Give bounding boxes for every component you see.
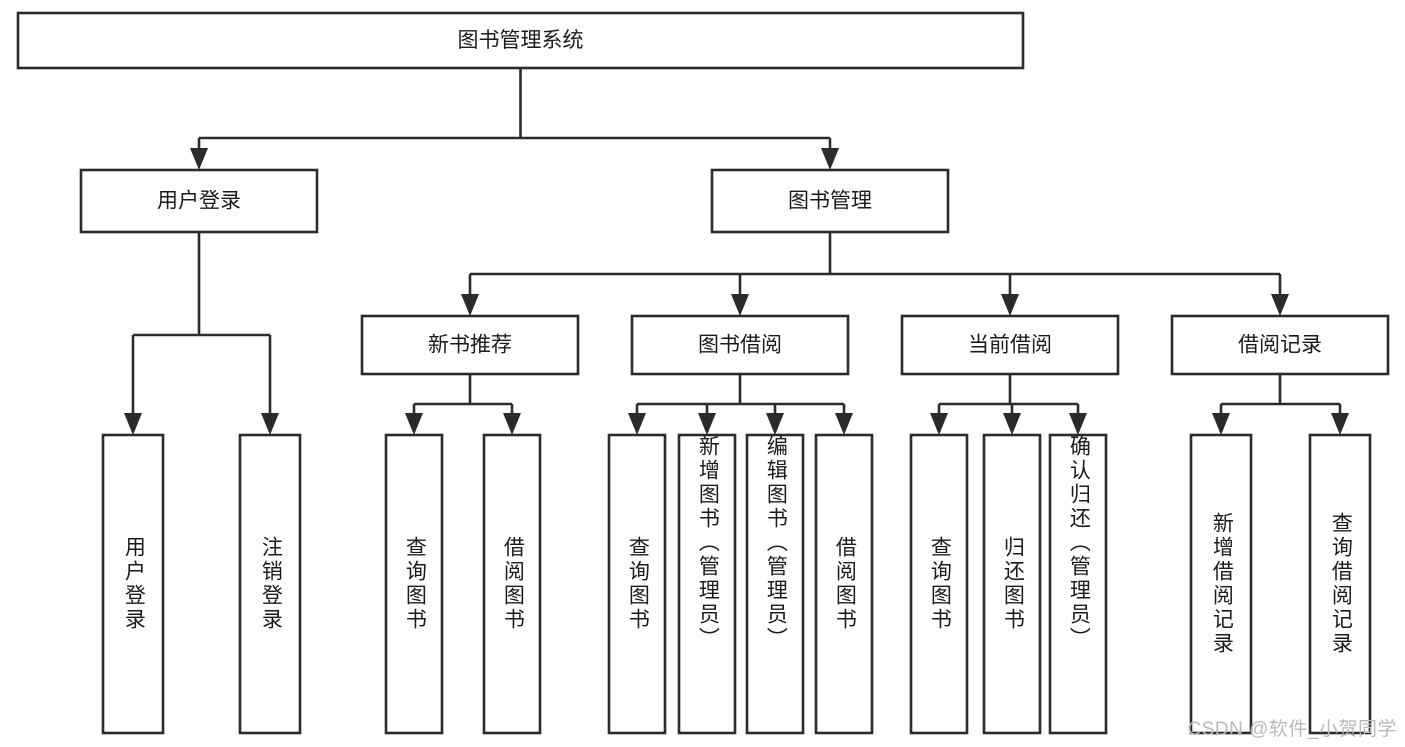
arrow-to-leaf-3-0 bbox=[930, 413, 948, 435]
node-leaf-2[interactable] bbox=[384, 433, 444, 735]
arrow-to-leaf-4-1 bbox=[1331, 413, 1349, 435]
node-level3-1[interactable] bbox=[630, 314, 850, 376]
watermark-text: CSDN @软件_小贺同学 bbox=[1187, 719, 1397, 740]
node-root[interactable] bbox=[16, 11, 1025, 70]
arrow-to-leaf-1-1 bbox=[503, 413, 521, 435]
node-leaf-3[interactable] bbox=[482, 433, 542, 735]
node-root-label: 图书管理系统 bbox=[458, 29, 584, 52]
node-level3-0[interactable] bbox=[360, 314, 580, 376]
node-leaf-11[interactable] bbox=[1189, 433, 1253, 735]
node-level2-1[interactable] bbox=[710, 168, 950, 234]
node-level2-label-1: 图书管理 bbox=[788, 190, 872, 213]
node-leaf-8[interactable] bbox=[909, 433, 969, 735]
arrow-to-level3-0 bbox=[461, 294, 479, 316]
node-level3-label-3: 借阅记录 bbox=[1238, 334, 1322, 357]
node-leaf-6[interactable] bbox=[745, 433, 805, 735]
arrow-to-leaf-1-0 bbox=[405, 413, 423, 435]
arrow-to-level3-3 bbox=[1271, 294, 1289, 316]
node-level2-label-0: 用户登录 bbox=[157, 190, 241, 213]
arrow-to-level2-1 bbox=[821, 148, 839, 170]
node-level2-0[interactable] bbox=[79, 168, 319, 234]
node-leaf-5[interactable] bbox=[677, 433, 737, 735]
node-level3-label-1: 图书借阅 bbox=[698, 334, 782, 357]
node-level3-label-0: 新书推荐 bbox=[428, 334, 512, 357]
arrow-to-leaf-2-3 bbox=[835, 413, 853, 435]
node-level3-3[interactable] bbox=[1170, 314, 1390, 376]
node-leaf-0[interactable] bbox=[101, 433, 165, 735]
node-leaf-1[interactable] bbox=[238, 433, 302, 735]
arrow-to-leaf-0-1 bbox=[261, 413, 279, 435]
node-leaf-12[interactable] bbox=[1308, 433, 1372, 735]
node-level3-2[interactable] bbox=[900, 314, 1120, 376]
arrow-to-level3-2 bbox=[1001, 294, 1019, 316]
arrow-to-leaf-3-1 bbox=[1003, 413, 1021, 435]
arrow-to-leaf-4-0 bbox=[1212, 413, 1230, 435]
connector-layer bbox=[124, 68, 1349, 435]
node-leaf-4[interactable] bbox=[607, 433, 667, 735]
arrow-to-leaf-0-0 bbox=[124, 413, 142, 435]
arrow-to-leaf-2-2 bbox=[766, 413, 784, 435]
node-leaf-10[interactable] bbox=[1048, 433, 1108, 735]
arrow-to-level2-0 bbox=[190, 148, 208, 170]
arrow-to-level3-1 bbox=[731, 294, 749, 316]
arrow-to-leaf-2-1 bbox=[698, 413, 716, 435]
arrow-to-leaf-3-2 bbox=[1069, 413, 1087, 435]
node-leaf-9[interactable] bbox=[982, 433, 1042, 735]
arrow-to-leaf-2-0 bbox=[628, 413, 646, 435]
node-box-layer bbox=[16, 11, 1390, 735]
node-leaf-7[interactable] bbox=[814, 433, 874, 735]
node-level3-label-2: 当前借阅 bbox=[968, 334, 1052, 357]
